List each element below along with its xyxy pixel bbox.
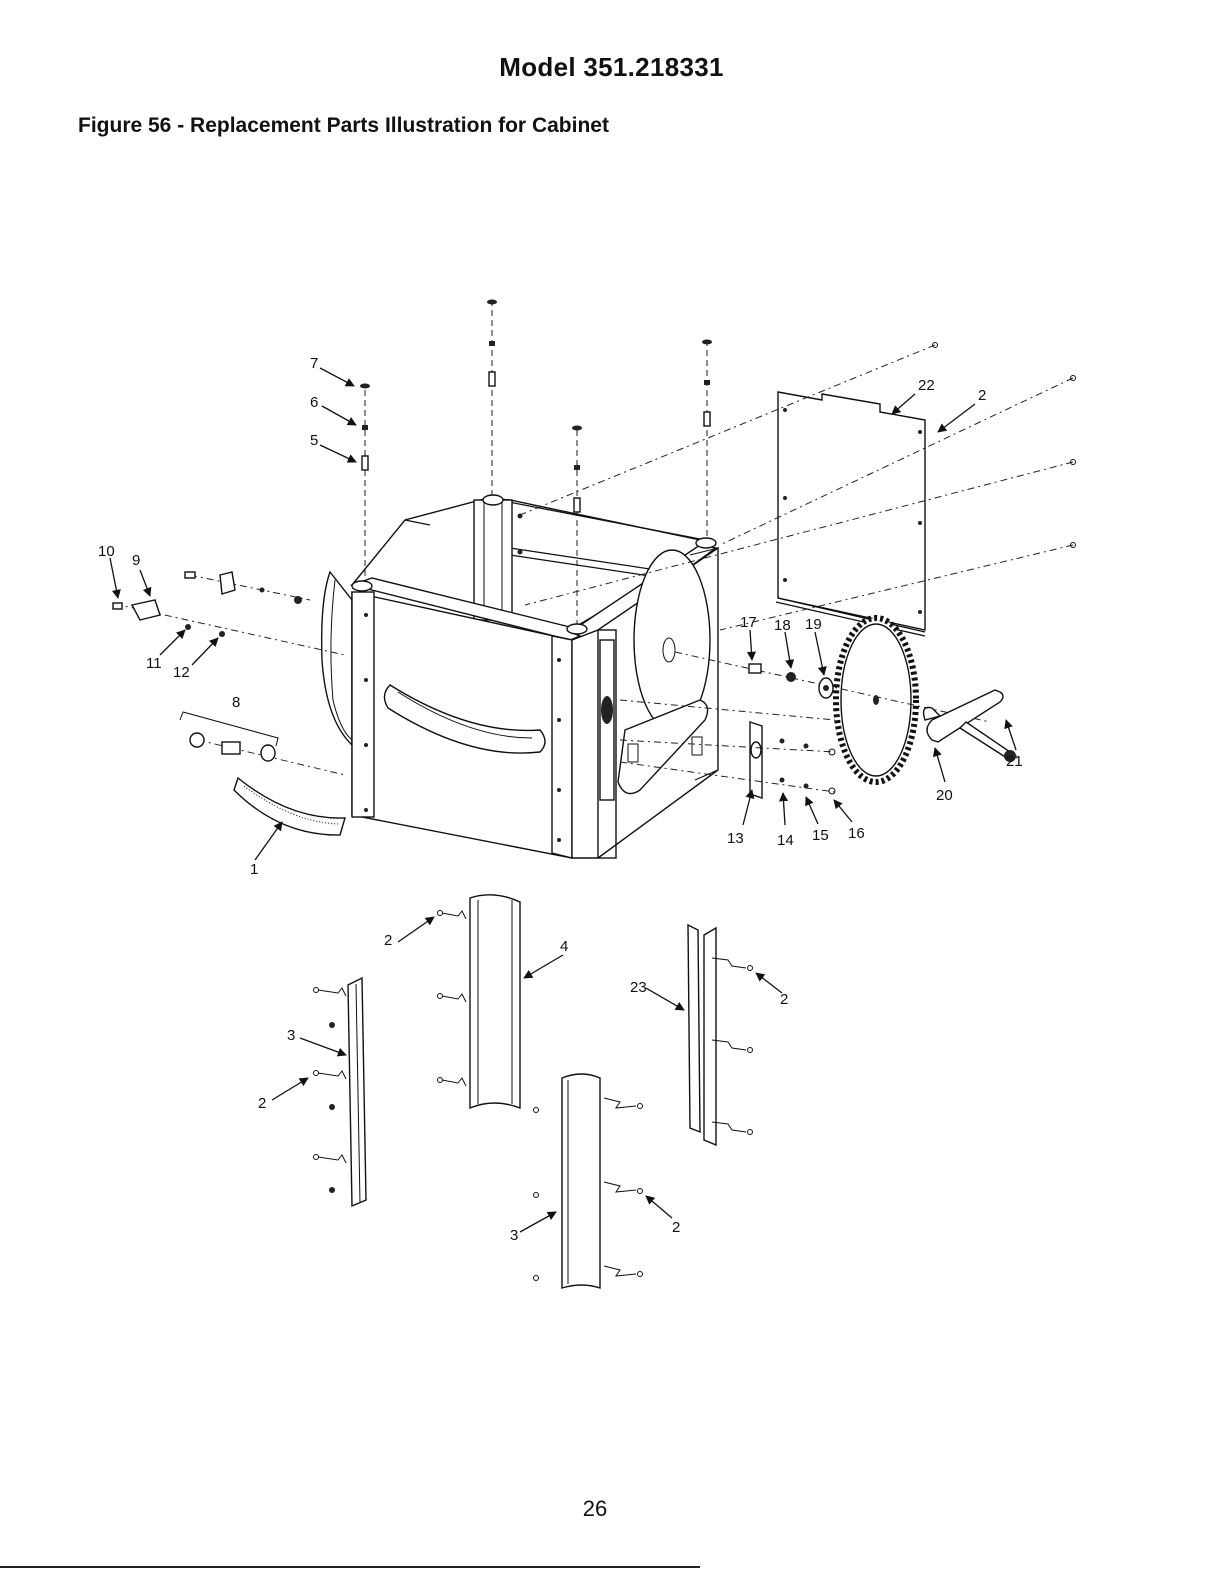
callout-13: 13	[727, 830, 744, 847]
leg-right	[688, 925, 753, 1145]
callout-21: 21	[1006, 753, 1023, 770]
bevel-scale	[234, 778, 345, 835]
callout-22: 22	[918, 377, 935, 394]
callout-7: 7	[310, 355, 318, 372]
page-number: 26	[0, 1496, 1190, 1522]
callout-15: 15	[812, 827, 829, 844]
wrenches	[924, 690, 1016, 762]
callout-18: 18	[774, 617, 791, 634]
callout-11: 11	[146, 655, 162, 672]
callout-17: 17	[740, 614, 757, 631]
callout-20: 20	[936, 787, 953, 804]
callout-2-right: 2	[780, 991, 788, 1008]
callout-2-top: 2	[978, 387, 986, 404]
callout-8: 8	[232, 694, 240, 711]
left-hardware	[113, 572, 345, 655]
callout-3-left: 3	[287, 1027, 295, 1044]
callout-16: 16	[848, 825, 865, 842]
leg-left	[314, 978, 367, 1206]
saw-blade	[836, 618, 916, 782]
callout-2-upper-left: 2	[384, 932, 392, 949]
knob-assembly	[180, 712, 345, 775]
callout-3-bottom: 3	[510, 1227, 518, 1244]
leg-center-front	[534, 1074, 643, 1288]
callout-19: 19	[805, 616, 822, 633]
callout-23: 23	[630, 979, 647, 996]
footer-rule	[0, 1566, 700, 1568]
rear-panel	[776, 392, 925, 636]
callout-10: 10	[98, 543, 115, 560]
callout-1: 1	[250, 861, 258, 878]
callout-12: 12	[173, 664, 190, 681]
callout-14: 14	[777, 832, 794, 849]
arbor-hardware	[675, 652, 990, 722]
callout-5: 5	[310, 432, 318, 449]
callout-2-bottom: 2	[672, 1219, 680, 1236]
leg-center-back	[438, 895, 521, 1108]
callout-9: 9	[132, 552, 140, 569]
callout-4: 4	[560, 938, 568, 955]
callout-2-left: 2	[258, 1095, 266, 1112]
cabinet-body	[322, 495, 718, 858]
callout-6: 6	[310, 394, 318, 411]
